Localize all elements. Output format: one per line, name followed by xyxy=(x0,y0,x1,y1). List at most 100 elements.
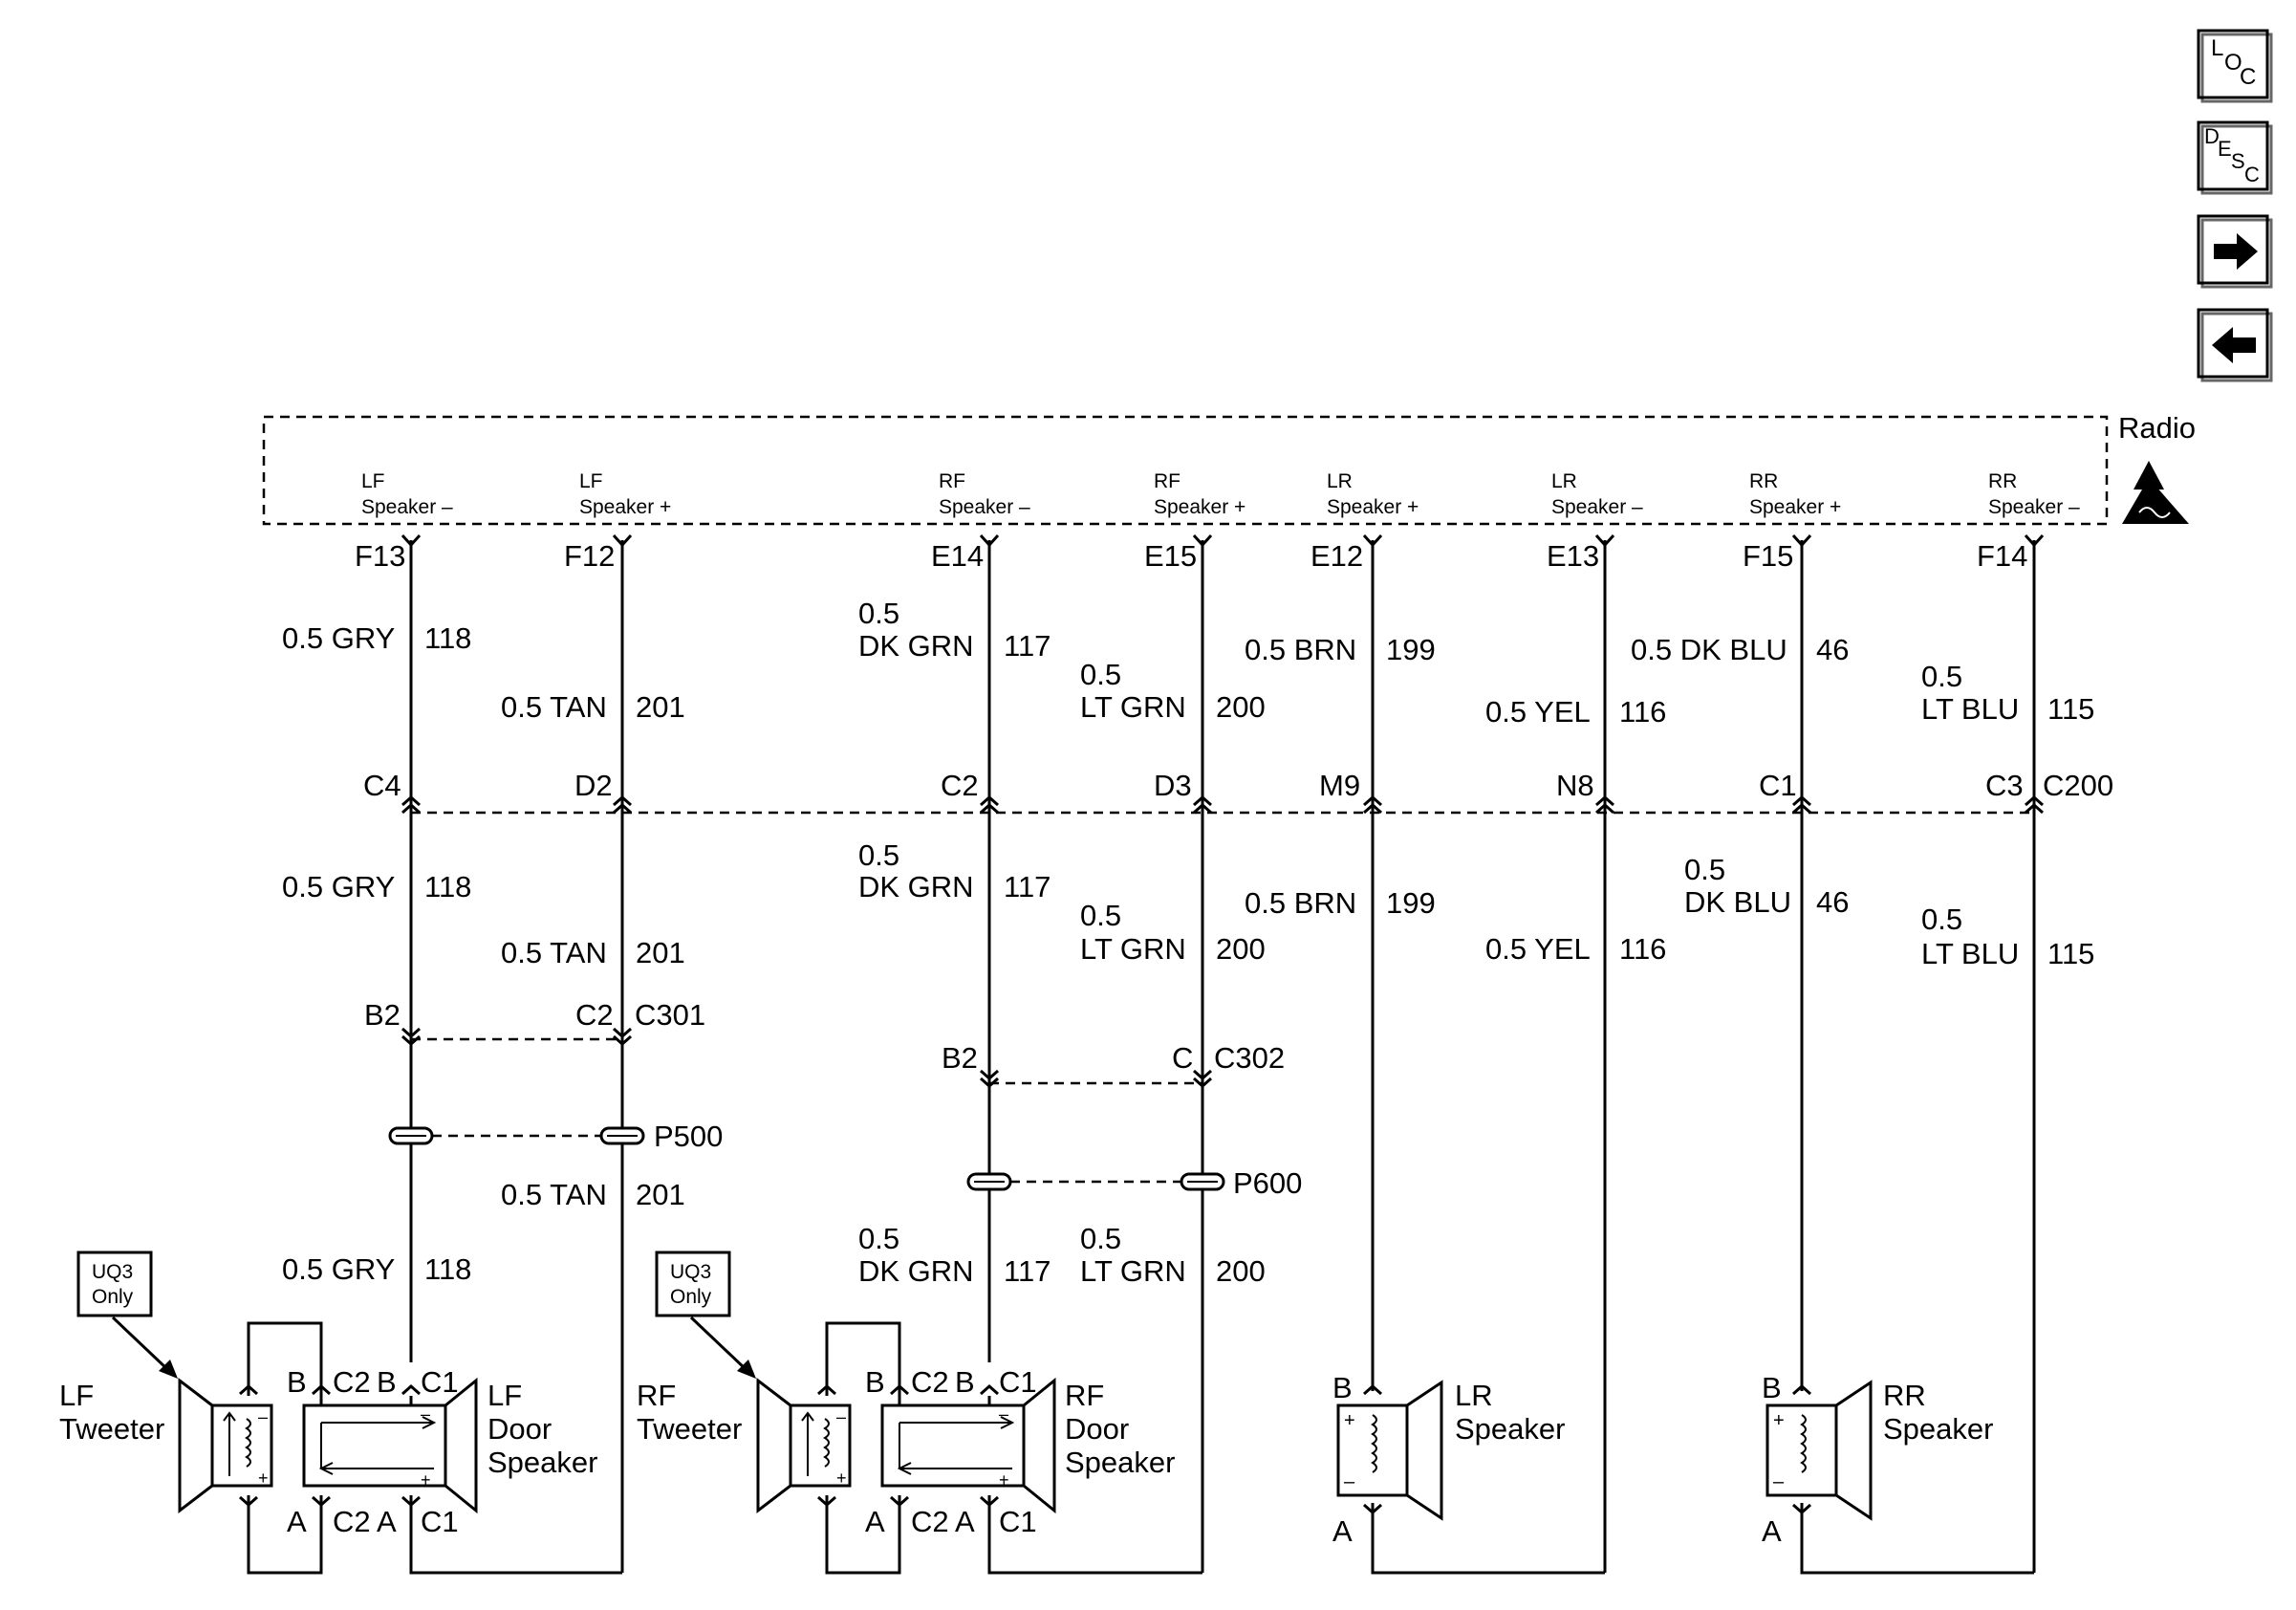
svg-text:118: 118 xyxy=(424,1252,471,1286)
lf-speaker-group: UQ3 Only LF Tweeter – + – + xyxy=(59,1251,622,1575)
svg-text:F14: F14 xyxy=(1977,539,2027,573)
lr-speaker-group: + – B A LR Speaker xyxy=(1332,1371,1605,1575)
c302-pin: C xyxy=(1172,1041,1193,1075)
svg-text:Speaker: Speaker xyxy=(1455,1412,1565,1446)
svg-text:B: B xyxy=(955,1365,975,1399)
svg-text:E13: E13 xyxy=(1547,539,1599,573)
svg-text:Speaker: Speaker xyxy=(1065,1446,1175,1479)
svg-text:LT BLU: LT BLU xyxy=(1921,692,2019,726)
svg-text:0.5 DK BLU: 0.5 DK BLU xyxy=(1631,633,1787,666)
svg-text:–: – xyxy=(999,1404,1008,1424)
svg-text:C2: C2 xyxy=(333,1505,371,1538)
c302-terminals xyxy=(980,1069,1212,1089)
svg-text:Speaker +: Speaker + xyxy=(1327,496,1419,518)
svg-text:C2: C2 xyxy=(941,769,979,802)
lr-speaker-box xyxy=(1336,1403,1409,1497)
svg-text:Only: Only xyxy=(92,1286,134,1308)
svg-text:117: 117 xyxy=(1004,629,1051,663)
svg-text:LR: LR xyxy=(1455,1379,1493,1412)
svg-text:C1: C1 xyxy=(1759,769,1797,802)
svg-text:0.5: 0.5 xyxy=(1921,903,1962,936)
svg-text:LT BLU: LT BLU xyxy=(1921,937,2019,970)
svg-text:C2: C2 xyxy=(333,1365,371,1399)
svg-text:C2: C2 xyxy=(911,1365,949,1399)
svg-text:RF: RF xyxy=(1154,470,1180,492)
c302-name: C302 xyxy=(1214,1041,1285,1075)
wire-labels-middle: 0.5 GRY 118 0.5 TAN 201 0.5 DK GRN 117 0… xyxy=(282,838,2094,970)
svg-text:+: + xyxy=(999,1470,1009,1490)
p500-grommet: P500 xyxy=(388,1120,723,1153)
svg-text:46: 46 xyxy=(1816,633,1849,666)
rf-tweeter-cone xyxy=(756,1377,792,1514)
svg-text:DK GRN: DK GRN xyxy=(858,1254,974,1288)
svg-text:201: 201 xyxy=(636,936,685,969)
svg-text:RR: RR xyxy=(1749,470,1778,492)
desc-button[interactable]: D E S C xyxy=(2197,120,2273,195)
svg-text:0.5: 0.5 xyxy=(858,597,899,630)
svg-text:LT GRN: LT GRN xyxy=(1080,932,1186,966)
svg-text:200: 200 xyxy=(1216,1254,1266,1288)
svg-text:C1: C1 xyxy=(421,1505,459,1538)
svg-text:E12: E12 xyxy=(1310,539,1363,573)
svg-text:Only: Only xyxy=(670,1286,712,1308)
svg-text:E15: E15 xyxy=(1144,539,1197,573)
svg-text:UQ3: UQ3 xyxy=(670,1261,711,1283)
p500-name: P500 xyxy=(654,1120,723,1153)
svg-text:Speaker –: Speaker – xyxy=(1988,496,2080,518)
c200-name: C200 xyxy=(2043,769,2113,802)
svg-text:RR: RR xyxy=(1988,470,2017,492)
svg-text:+: + xyxy=(258,1469,269,1488)
svg-text:199: 199 xyxy=(1386,633,1436,666)
svg-text:+: + xyxy=(836,1469,847,1488)
svg-text:115: 115 xyxy=(2047,692,2094,726)
svg-text:A: A xyxy=(955,1505,975,1538)
wire-runs xyxy=(409,540,2036,1573)
svg-text:A: A xyxy=(865,1505,885,1538)
svg-text:B: B xyxy=(287,1365,307,1399)
wire-labels-upper: 0.5 GRY 118 0.5 TAN 201 0.5 DK GRN 117 0… xyxy=(282,597,2094,729)
radio-module-name: Radio xyxy=(2118,411,2196,445)
loc-button[interactable]: L O C xyxy=(2197,29,2273,103)
svg-text:D3: D3 xyxy=(1154,769,1192,802)
svg-text:201: 201 xyxy=(636,690,685,724)
lf-option-box xyxy=(76,1251,153,1317)
next-button[interactable] xyxy=(2197,214,2273,289)
wire-labels-lower: 0.5 TAN 201 0.5 GRY 118 0.5 DK GRN 117 0… xyxy=(282,1178,1266,1288)
c302-pin: B2 xyxy=(942,1041,978,1075)
svg-text:0.5: 0.5 xyxy=(1080,899,1121,932)
svg-text:LF: LF xyxy=(361,470,385,492)
rf-option-box xyxy=(655,1251,731,1317)
svg-text:C4: C4 xyxy=(363,769,401,802)
lf-tweeter-box xyxy=(210,1403,273,1488)
prev-button[interactable] xyxy=(2197,308,2273,382)
rf-tweeter-box xyxy=(789,1403,852,1488)
svg-text:D2: D2 xyxy=(574,769,613,802)
svg-text:RF: RF xyxy=(637,1379,676,1412)
c200-pin-labels: C4 D2 C2 D3 M9 N8 C1 C3 C200 xyxy=(363,769,2113,802)
svg-text:DK GRN: DK GRN xyxy=(858,629,974,663)
svg-text:200: 200 xyxy=(1216,690,1266,724)
svg-text:RF: RF xyxy=(1065,1379,1104,1412)
arrow-right-icon xyxy=(2214,233,2258,270)
svg-text:LR: LR xyxy=(1327,470,1353,492)
svg-text:DK BLU: DK BLU xyxy=(1684,885,1791,919)
svg-text:F13: F13 xyxy=(355,539,405,573)
p600-grommet: P600 xyxy=(966,1166,1302,1200)
svg-text:A: A xyxy=(1332,1514,1353,1548)
svg-text:0.5 BRN: 0.5 BRN xyxy=(1245,886,1356,920)
c301-name: C301 xyxy=(635,998,705,1032)
desc-letter: E xyxy=(2218,137,2232,161)
svg-text:+: + xyxy=(1773,1410,1785,1431)
desc-letter: C xyxy=(2244,163,2260,186)
svg-text:0.5 TAN: 0.5 TAN xyxy=(501,1178,607,1211)
svg-text:Speaker –: Speaker – xyxy=(939,496,1030,518)
svg-text:E14: E14 xyxy=(931,539,984,573)
svg-text:201: 201 xyxy=(636,1178,685,1211)
svg-text:–: – xyxy=(836,1407,846,1426)
c301-pin: C2 xyxy=(575,998,614,1032)
svg-text:C1: C1 xyxy=(999,1365,1037,1399)
svg-text:C1: C1 xyxy=(999,1505,1037,1538)
svg-text:A: A xyxy=(377,1505,397,1538)
module-pin-numbers: F13 F12 E14 E15 E12 E13 F15 F14 xyxy=(355,539,2027,573)
svg-text:Door: Door xyxy=(1065,1412,1129,1446)
